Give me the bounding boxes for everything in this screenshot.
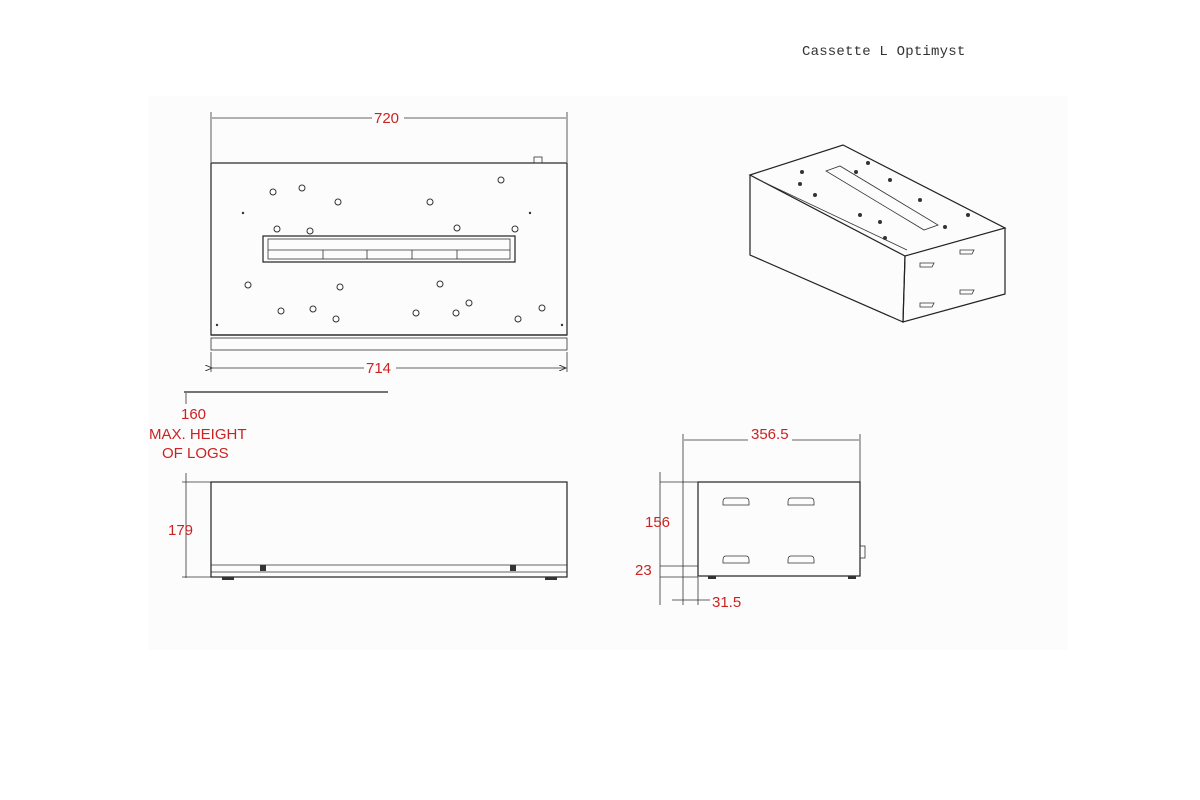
dimension-356-5: 356.5 [751, 426, 789, 443]
front-view [182, 391, 568, 580]
side-view [659, 434, 866, 605]
drawing-title: Cassette L Optimyst [802, 44, 966, 60]
dimension-720: 720 [374, 110, 399, 127]
dimension-156: 156 [645, 514, 670, 531]
top-view [211, 112, 568, 372]
max-height-label-line2: OF LOGS [162, 445, 229, 462]
dimension-179: 179 [168, 522, 193, 539]
dimension-160: 160 [181, 406, 206, 423]
max-height-label-line1: MAX. HEIGHT [149, 426, 247, 443]
dimension-31-5: 31.5 [712, 594, 741, 611]
dimension-23: 23 [635, 562, 652, 579]
dimension-714: 714 [366, 360, 391, 377]
isometric-view [748, 144, 1007, 323]
